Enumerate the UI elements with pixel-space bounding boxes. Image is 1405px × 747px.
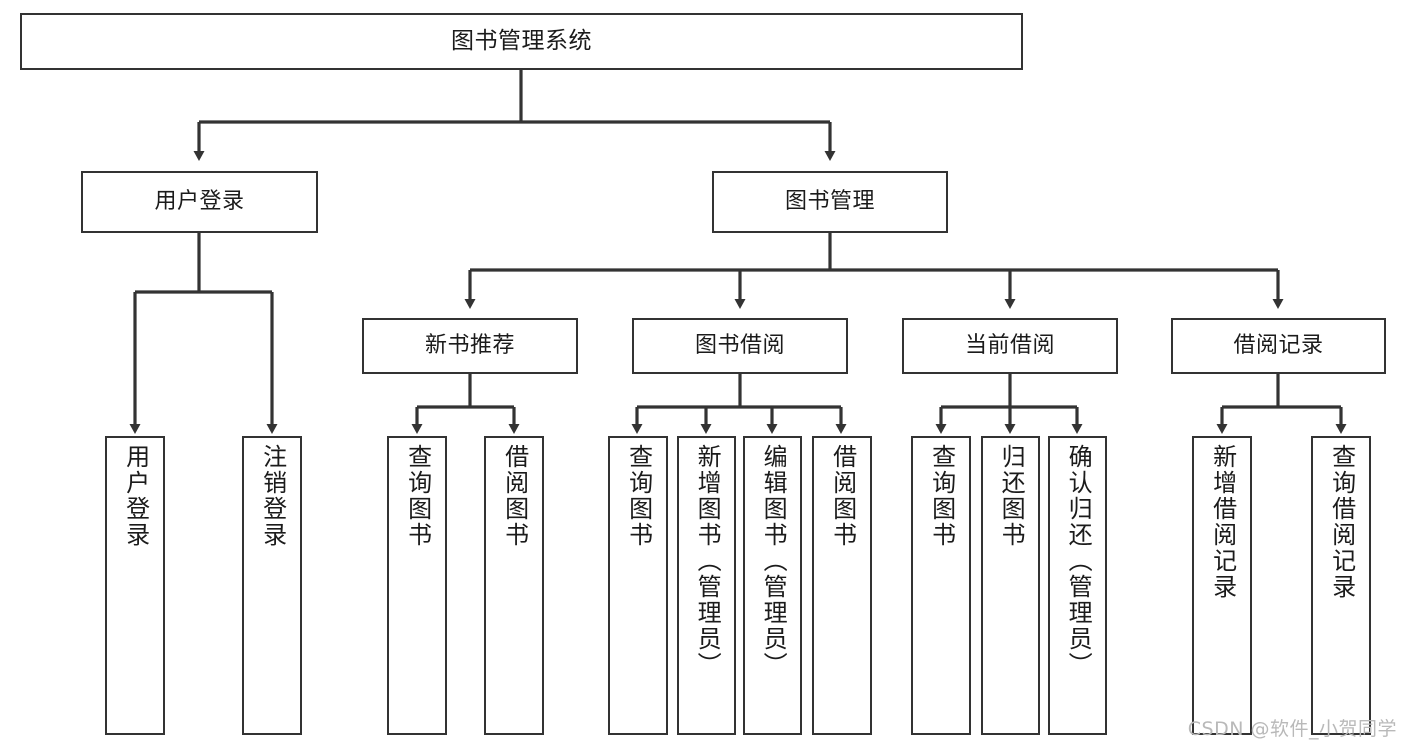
node-label: 图书管理 [784,189,875,215]
node-label: 图书借阅 [694,333,785,359]
node-label: 归还图书 [997,444,1026,548]
node-label: 借阅图书 [828,444,857,548]
node-label: 用户登录 [121,444,150,548]
node-label: 查询图书 [403,444,432,548]
node-book-borrow[interactable]: 图书借阅 [632,318,848,374]
leaf-query-book-current[interactable]: 查询图书 [911,436,971,735]
leaf-query-book-recommend[interactable]: 查询图书 [387,436,447,735]
node-label: 新书推荐 [424,333,515,359]
csdn-watermark: CSDN @软件_小贺同学 [1187,718,1397,740]
leaf-add-borrow-record[interactable]: 新增借阅记录 [1192,436,1252,735]
node-label: 查询图书 [624,444,653,548]
leaf-borrow-book[interactable]: 借阅图书 [812,436,872,735]
node-label: 用户登录 [154,189,245,215]
node-label: 查询图书 [927,444,956,548]
leaf-query-book-borrow[interactable]: 查询图书 [608,436,668,735]
node-label: 当前借阅 [964,333,1055,359]
leaf-logout[interactable]: 注销登录 [242,436,302,735]
node-label: 新增借阅记录 [1208,444,1237,600]
node-label: 借阅记录 [1233,333,1324,359]
leaf-return-book[interactable]: 归还图书 [981,436,1040,735]
node-label: 注销登录 [258,444,287,548]
node-label: 借阅图书 [500,444,529,548]
leaf-query-borrow-record[interactable]: 查询借阅记录 [1311,436,1371,735]
node-label: 查询借阅记录 [1327,444,1356,600]
node-label: 新增图书（管理员） [693,444,722,678]
node-label: 编辑图书（管理员） [759,444,788,678]
leaf-add-book-admin[interactable]: 新增图书（管理员） [677,436,736,735]
leaf-edit-book-admin[interactable]: 编辑图书（管理员） [743,436,802,735]
leaf-user-login[interactable]: 用户登录 [105,436,165,735]
node-borrow-record[interactable]: 借阅记录 [1171,318,1386,374]
leaf-borrow-book-recommend[interactable]: 借阅图书 [484,436,544,735]
node-current-borrow[interactable]: 当前借阅 [902,318,1118,374]
node-user-login[interactable]: 用户登录 [81,171,318,233]
node-book-management[interactable]: 图书管理 [712,171,948,233]
node-new-book-recommend[interactable]: 新书推荐 [362,318,578,374]
node-label: 图书管理系统 [451,27,592,54]
node-label: 确认归还（管理员） [1064,444,1093,678]
leaf-confirm-return-admin[interactable]: 确认归还（管理员） [1048,436,1107,735]
node-root-book-management-system[interactable]: 图书管理系统 [20,13,1023,70]
